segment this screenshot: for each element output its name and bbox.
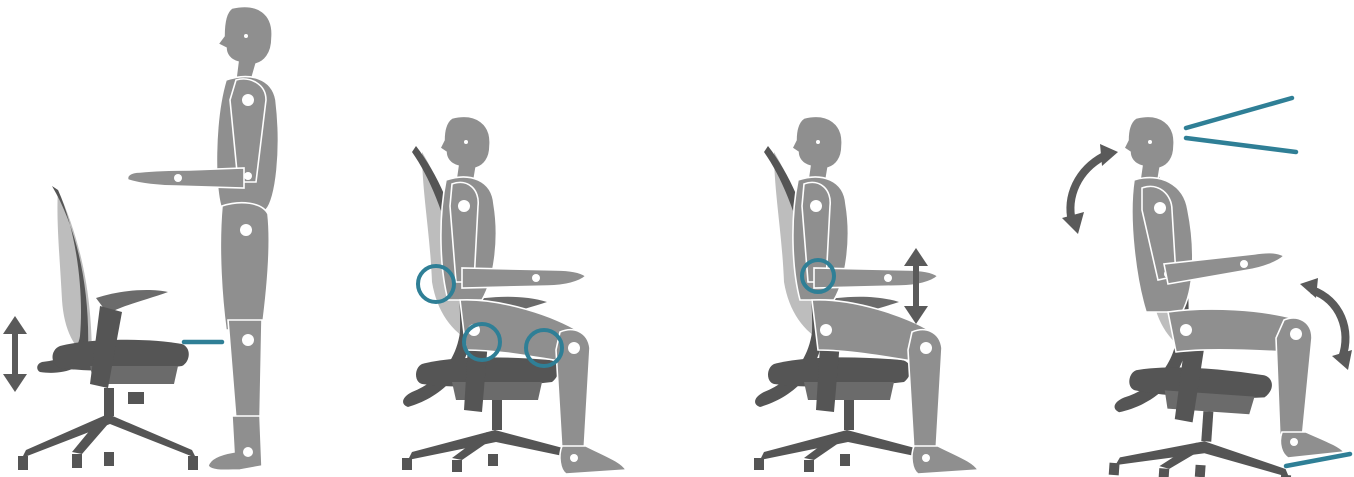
sight-line-upper	[1186, 98, 1292, 128]
step-1-group	[3, 6, 278, 470]
step-2-group	[402, 116, 626, 474]
step-2-figure	[440, 116, 626, 474]
sight-line-lower	[1186, 138, 1296, 152]
seat-height-arrow-icon	[3, 316, 27, 392]
step-3-group	[754, 116, 978, 474]
backrest-tilt-arrow-icon	[1062, 144, 1118, 234]
step-1-chair	[18, 186, 198, 470]
step-3-figure	[792, 116, 978, 474]
standing-figure	[128, 6, 279, 470]
step-4-group	[1062, 98, 1352, 477]
